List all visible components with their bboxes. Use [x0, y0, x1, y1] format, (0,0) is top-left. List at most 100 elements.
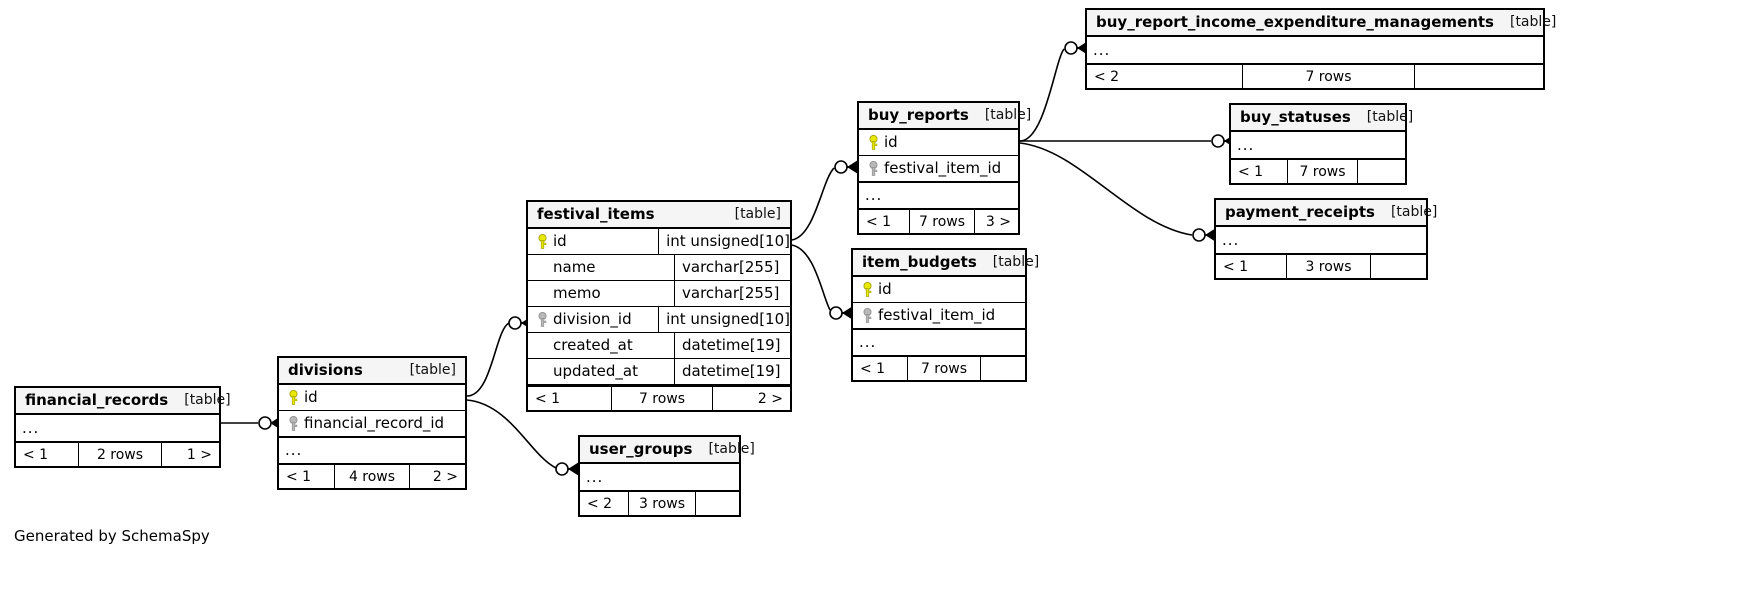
edge-financial-records-divisions: [221, 415, 284, 431]
column-cell: festival_item_id: [853, 303, 1025, 328]
table-row[interactable]: id int unsigned[10]: [528, 229, 790, 255]
primary-key-icon: [859, 281, 876, 298]
foreign-key-icon: [285, 415, 302, 432]
column-type: int unsigned[10]: [658, 229, 790, 254]
column-name: festival_item_id: [884, 159, 1002, 177]
column-cell: updated_at: [528, 359, 674, 384]
hidden-columns-ellipsis: ...: [22, 418, 40, 437]
table-footer: < 2 7 rows: [1087, 63, 1543, 88]
table-name: payment_receipts: [1225, 202, 1375, 221]
table-kind-label: [table]: [984, 107, 1032, 123]
table-row[interactable]: id: [853, 277, 1025, 303]
footer-children-count: [695, 492, 739, 515]
table-node-divisions[interactable]: divisions [table] id: [277, 356, 467, 490]
table-footer: < 1 7 rows: [1231, 158, 1405, 183]
table-kind-label: [table]: [1390, 204, 1438, 220]
hidden-columns-ellipsis: ...: [853, 329, 1025, 355]
table-kind-label: [table]: [992, 254, 1040, 270]
table-node-buy-reports[interactable]: buy_reports [table] id: [857, 101, 1031, 235]
table-node-payment-receipts[interactable]: payment_receipts [table] ... < 1 3 rows: [1214, 198, 1437, 280]
table-node-buy-report-income-expenditure-managements[interactable]: buy_report_income_expenditure_management…: [1085, 8, 1556, 90]
column-name: id: [878, 280, 892, 298]
table-row[interactable]: name varchar[255]: [528, 255, 790, 281]
table-row[interactable]: created_at datetime[19]: [528, 333, 790, 359]
footer-children-count: [1414, 65, 1543, 88]
table-row[interactable]: financial_record_id: [279, 411, 465, 437]
column-name: id: [553, 232, 567, 250]
table-node-festival-items[interactable]: festival_items [table] id int unsigned[1…: [526, 200, 792, 412]
table-header: festival_items [table]: [528, 202, 790, 229]
edge-festival-items-buy-reports: [791, 160, 858, 241]
edge-divisions-festival-items: [466, 316, 532, 397]
table-kind-label: [table]: [409, 362, 456, 378]
footer-row-count: 4 rows: [334, 465, 409, 488]
column-type: datetime[19]: [674, 333, 790, 358]
footer-row-count: 7 rows: [1242, 65, 1414, 88]
table-node-item-budgets[interactable]: item_budgets [table] id: [851, 248, 1039, 382]
column-name: division_id: [553, 310, 632, 328]
column-name: name: [553, 258, 596, 276]
column-type: int unsigned[10]: [658, 307, 790, 332]
table-row[interactable]: division_id int unsigned[10]: [528, 307, 790, 333]
table-footer: < 1 3 rows: [1216, 253, 1426, 278]
table-name: buy_statuses: [1240, 107, 1351, 126]
column-name: id: [304, 388, 318, 406]
footer-row-count: 7 rows: [1287, 160, 1357, 183]
table-header: user_groups [table]: [580, 437, 755, 464]
table-kind-label: [table]: [184, 392, 231, 408]
primary-key-icon: [865, 134, 882, 151]
footer-row-count: 3 rows: [1286, 255, 1370, 278]
table-footer: < 1 7 rows 3 >: [859, 208, 1018, 233]
footer-children-count: 1 >: [161, 443, 219, 466]
foreign-key-icon: [534, 311, 551, 328]
table-footer: < 1 2 rows 1 >: [16, 441, 219, 466]
column-cell: name: [528, 255, 674, 280]
primary-key-icon: [285, 389, 302, 406]
footer-row-count: 3 rows: [628, 492, 695, 515]
table-node-user-groups[interactable]: user_groups [table] ... < 2 3 rows: [578, 435, 755, 517]
table-footer: < 2 3 rows: [580, 490, 739, 515]
table-kind-label: [table]: [1509, 14, 1557, 30]
column-name: memo: [553, 284, 601, 302]
column-type: datetime[19]: [674, 359, 790, 384]
footer-parents-count: < 1: [1223, 258, 1249, 275]
table-header: buy_report_income_expenditure_management…: [1087, 10, 1556, 37]
column-type: varchar[255]: [674, 255, 790, 280]
column-cell: id: [859, 130, 1018, 155]
table-row[interactable]: festival_item_id: [853, 303, 1025, 329]
table-name: divisions: [288, 360, 363, 379]
table-node-financial-records[interactable]: financial_records [table] ... < 1 2 rows…: [14, 386, 231, 468]
footer-children-count: 2 >: [712, 387, 790, 410]
primary-key-icon: [534, 233, 551, 250]
table-row[interactable]: id: [279, 385, 465, 411]
table-kind-label: [table]: [1366, 109, 1414, 125]
table-name: financial_records: [25, 390, 169, 409]
table-header: item_budgets [table]: [853, 250, 1039, 277]
table-row[interactable]: festival_item_id: [859, 156, 1018, 182]
table-row[interactable]: updated_at datetime[19]: [528, 359, 790, 385]
edge-buy-reports-payment-receipts: [1019, 142, 1216, 242]
column-cell: id: [853, 277, 1025, 302]
footer-row-count: 2 rows: [78, 443, 161, 466]
table-name: user_groups: [589, 439, 693, 458]
footer-children-count: [1357, 160, 1405, 183]
column-name: festival_item_id: [878, 306, 996, 324]
column-cell: id: [279, 385, 465, 410]
table-node-buy-statuses[interactable]: buy_statuses [table] ... < 1 7 rows: [1229, 103, 1413, 185]
column-cell: created_at: [528, 333, 674, 358]
footer-children-count: [1370, 255, 1426, 278]
edge-festival-items-item-budgets: [791, 244, 853, 320]
footer-parents-count: < 2: [1094, 68, 1120, 85]
column-cell: id: [528, 229, 658, 254]
foreign-key-icon: [859, 307, 876, 324]
table-row[interactable]: memo varchar[255]: [528, 281, 790, 307]
table-row[interactable]: id: [859, 130, 1018, 156]
table-name: festival_items: [537, 204, 655, 223]
column-name: updated_at: [553, 362, 638, 380]
table-header: buy_reports [table]: [859, 103, 1031, 130]
footer-parents-count: < 1: [860, 360, 886, 377]
footer-row-count: 7 rows: [907, 357, 980, 380]
footer-parents-count: < 1: [1238, 163, 1264, 180]
column-cell: financial_record_id: [279, 411, 465, 436]
table-kind-label: [table]: [708, 441, 755, 457]
